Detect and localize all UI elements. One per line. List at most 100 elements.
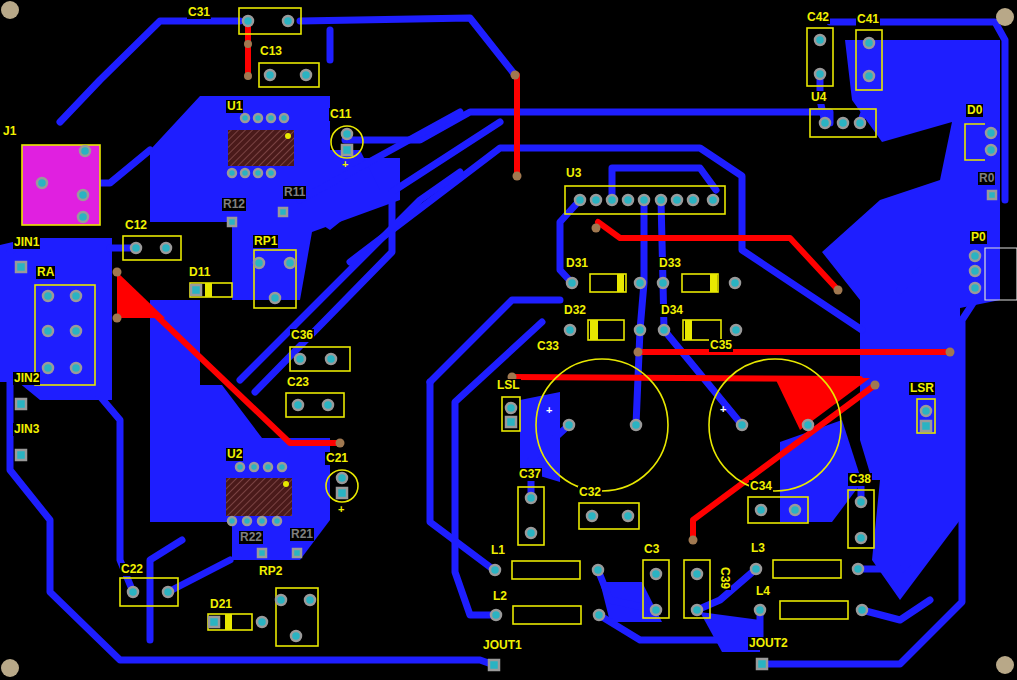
pad [71, 291, 81, 301]
pad [856, 533, 866, 543]
part-label: C12 [124, 219, 148, 232]
copper-trace [661, 200, 742, 425]
part-label: U2 [226, 448, 243, 461]
pad [254, 258, 264, 268]
top-layer-trace [117, 272, 165, 318]
component-outline [684, 560, 710, 618]
pad [337, 473, 347, 483]
top-layer-trace [775, 378, 870, 430]
component-outline [290, 347, 350, 371]
pad [491, 610, 501, 620]
pad [71, 326, 81, 336]
polarity-mark: + [719, 403, 727, 416]
part-label: C35 [709, 339, 733, 352]
magenta-pad [22, 145, 100, 225]
top-layer-trace [638, 349, 950, 355]
part-label: D34 [660, 304, 684, 317]
pad [757, 659, 767, 669]
pad [241, 114, 249, 122]
pad [820, 118, 830, 128]
pad [970, 266, 980, 276]
part-label: LSL [496, 379, 521, 392]
part-label: R12 [222, 198, 246, 211]
pad [731, 325, 741, 335]
pad [853, 564, 863, 574]
pad [326, 354, 336, 364]
pad [78, 190, 88, 200]
pad [986, 145, 996, 155]
pad [506, 403, 516, 413]
part-label: D21 [209, 598, 233, 611]
component-outline [807, 28, 833, 86]
pad [857, 605, 867, 615]
pad [276, 595, 286, 605]
part-label: C38 [848, 473, 872, 486]
component-outline [502, 397, 520, 431]
pad [264, 463, 272, 471]
pad [270, 293, 280, 303]
pad [243, 517, 251, 525]
pad [228, 169, 236, 177]
part-label: D32 [563, 304, 587, 317]
component-outline [205, 283, 212, 297]
pad [285, 258, 295, 268]
component-outline [513, 606, 581, 624]
copper-trace [636, 200, 644, 425]
component-outline [985, 248, 1017, 300]
pad [280, 114, 288, 122]
pad [131, 243, 141, 253]
pad [128, 587, 138, 597]
mounting-hole [1, 659, 19, 677]
pad [639, 195, 649, 205]
magenta-pad [22, 145, 100, 225]
part-label: L1 [490, 544, 506, 557]
pad [80, 146, 90, 156]
pad [755, 605, 765, 615]
pad [526, 493, 536, 503]
part-label: RP2 [258, 565, 283, 578]
pad [228, 218, 236, 226]
pad [293, 400, 303, 410]
component-outline [710, 274, 717, 292]
pad [838, 118, 848, 128]
pad [191, 285, 201, 295]
component-outline [848, 490, 874, 548]
copper-trace [10, 18, 1005, 665]
part-label: C39 [718, 566, 731, 590]
pad [295, 354, 305, 364]
part-label: L3 [750, 542, 766, 555]
top-layer-trace [117, 21, 950, 540]
component-outline [512, 561, 580, 579]
copper-trace [300, 18, 515, 75]
magenta-pad [22, 145, 100, 225]
part-label: U1 [226, 100, 243, 113]
pad [651, 569, 661, 579]
ic-body [283, 481, 289, 487]
pad [258, 517, 266, 525]
part-label: C36 [290, 329, 314, 342]
copper-trace [862, 600, 930, 620]
part-label: L4 [755, 585, 771, 598]
ic-body [226, 478, 292, 516]
pad [342, 129, 352, 139]
pad [243, 16, 253, 26]
component-outline [748, 497, 808, 523]
via [244, 72, 252, 80]
part-label: P0 [970, 231, 987, 244]
pad [708, 195, 718, 205]
copper-trace [350, 148, 862, 330]
pad [241, 169, 249, 177]
via [834, 286, 843, 295]
pad [506, 417, 516, 427]
part-label: C34 [749, 480, 773, 493]
pad [631, 420, 641, 430]
pad [864, 38, 874, 48]
part-label: JOUT2 [748, 637, 789, 650]
component-outline [239, 8, 301, 34]
component-outline [856, 30, 882, 90]
component-outline [190, 283, 232, 297]
pad [254, 114, 262, 122]
component-outline [35, 285, 95, 385]
pad [756, 505, 766, 515]
